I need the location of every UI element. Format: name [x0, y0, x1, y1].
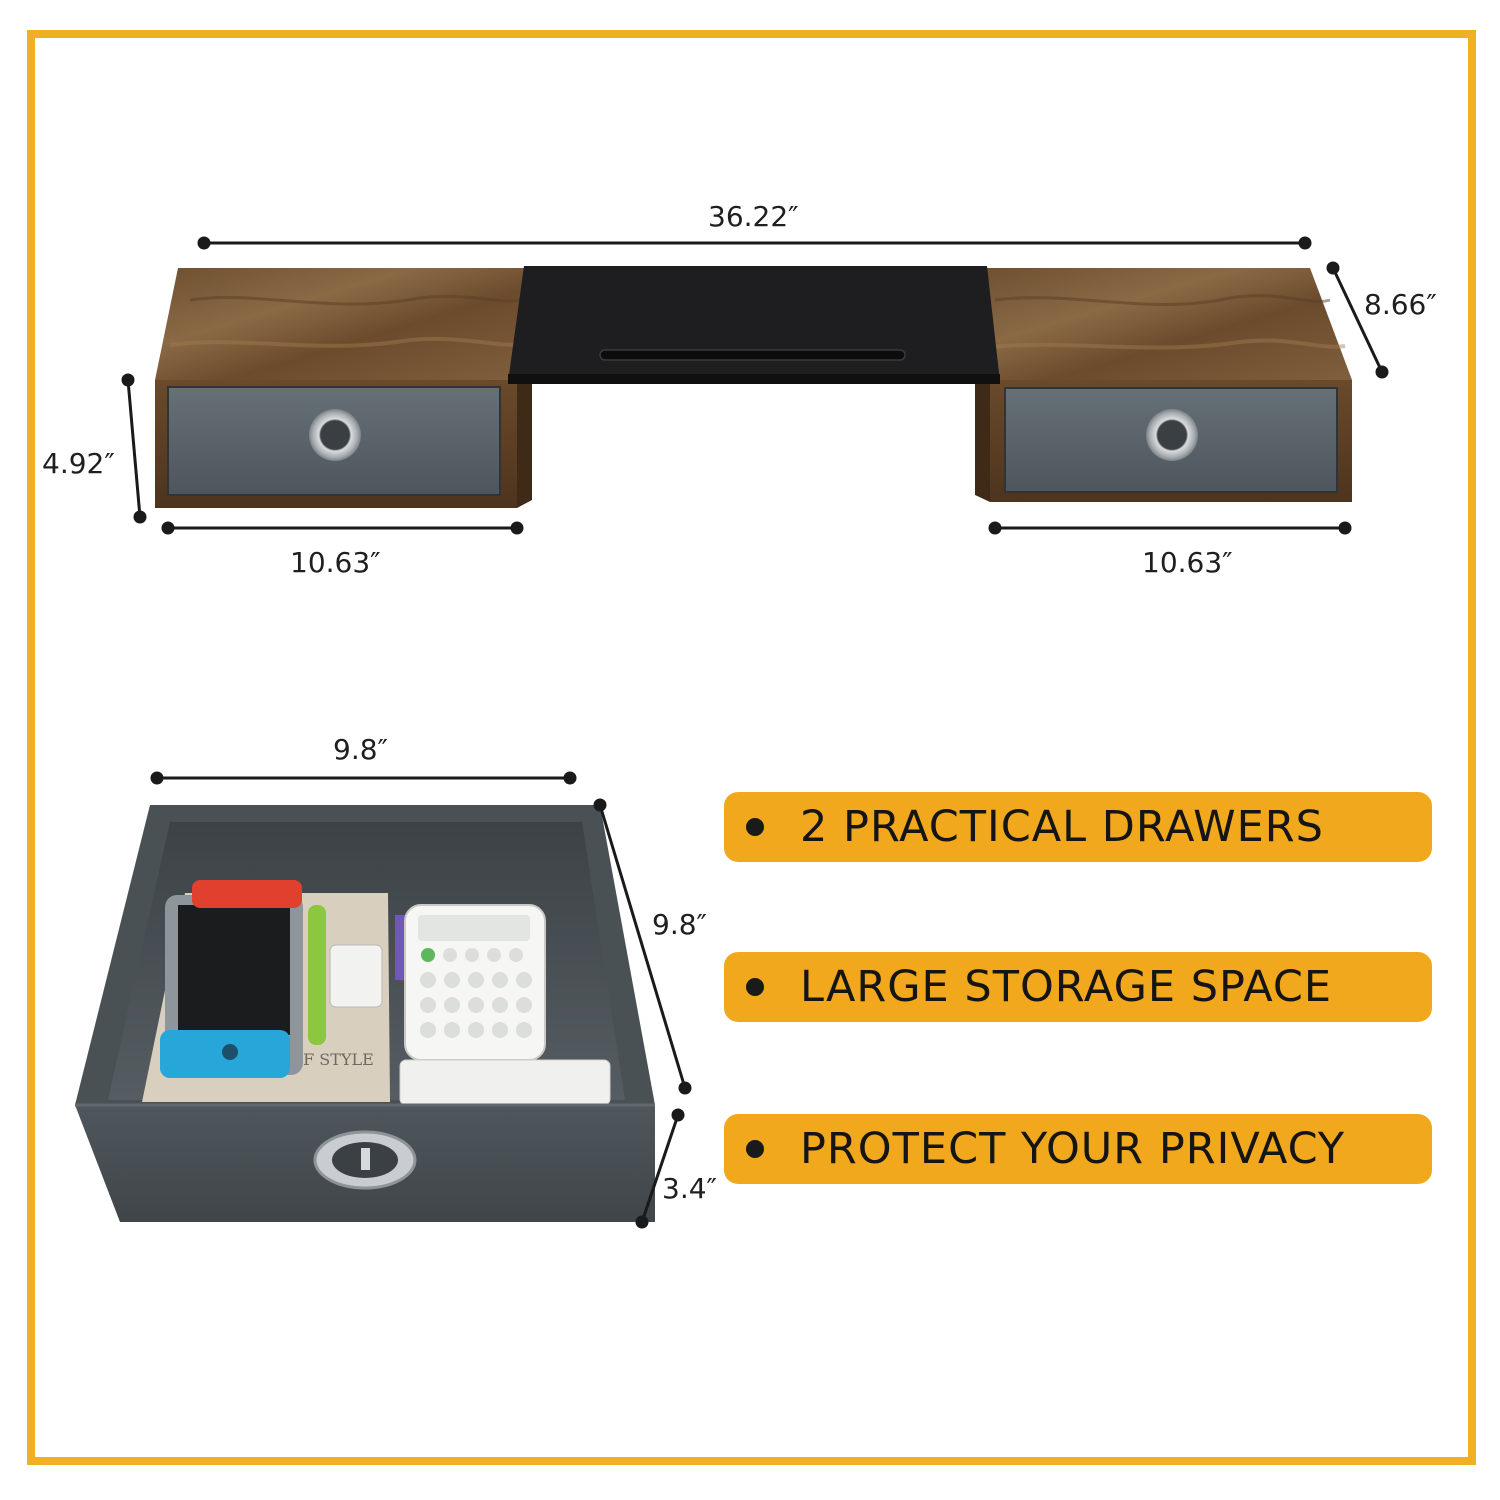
border-frame — [27, 30, 1476, 1465]
bullet-icon — [746, 1140, 764, 1158]
depth-label: 8.66″ — [1364, 288, 1437, 321]
book-text: OF STYLE — [290, 1050, 374, 1069]
feature-label: LARGE STORAGE SPACE — [800, 962, 1333, 1012]
feature-pill-privacy: PROTECT YOUR PRIVACY — [724, 1114, 1432, 1184]
drawer-bin: OF STYLE — [75, 805, 655, 1222]
shelf-dimension-lines — [121, 236, 1389, 535]
shelf-right-unit — [975, 268, 1352, 502]
shelf-left-unit — [155, 268, 532, 508]
total-width-label: 36.22″ — [708, 200, 799, 233]
feature-label: PROTECT YOUR PRIVACY — [800, 1124, 1346, 1174]
feature-pill-drawers: 2 PRACTICAL DRAWERS — [724, 792, 1432, 862]
bullet-icon — [746, 978, 764, 996]
left-unit-width-label: 10.63″ — [290, 546, 381, 579]
drawer-width-label: 9.8″ — [333, 733, 388, 766]
height-label: 4.92″ — [42, 447, 115, 480]
drawer-depth-label: 9.8″ — [652, 908, 707, 941]
drawer-height-label: 3.4″ — [662, 1172, 717, 1205]
feature-label: 2 PRACTICAL DRAWERS — [800, 802, 1324, 852]
right-unit-width-label: 10.63″ — [1142, 546, 1233, 579]
bullet-icon — [746, 818, 764, 836]
drawer-dimension-lines — [150, 771, 692, 1229]
feature-pill-storage: LARGE STORAGE SPACE — [724, 952, 1432, 1022]
shelf-black-top — [508, 266, 1000, 384]
